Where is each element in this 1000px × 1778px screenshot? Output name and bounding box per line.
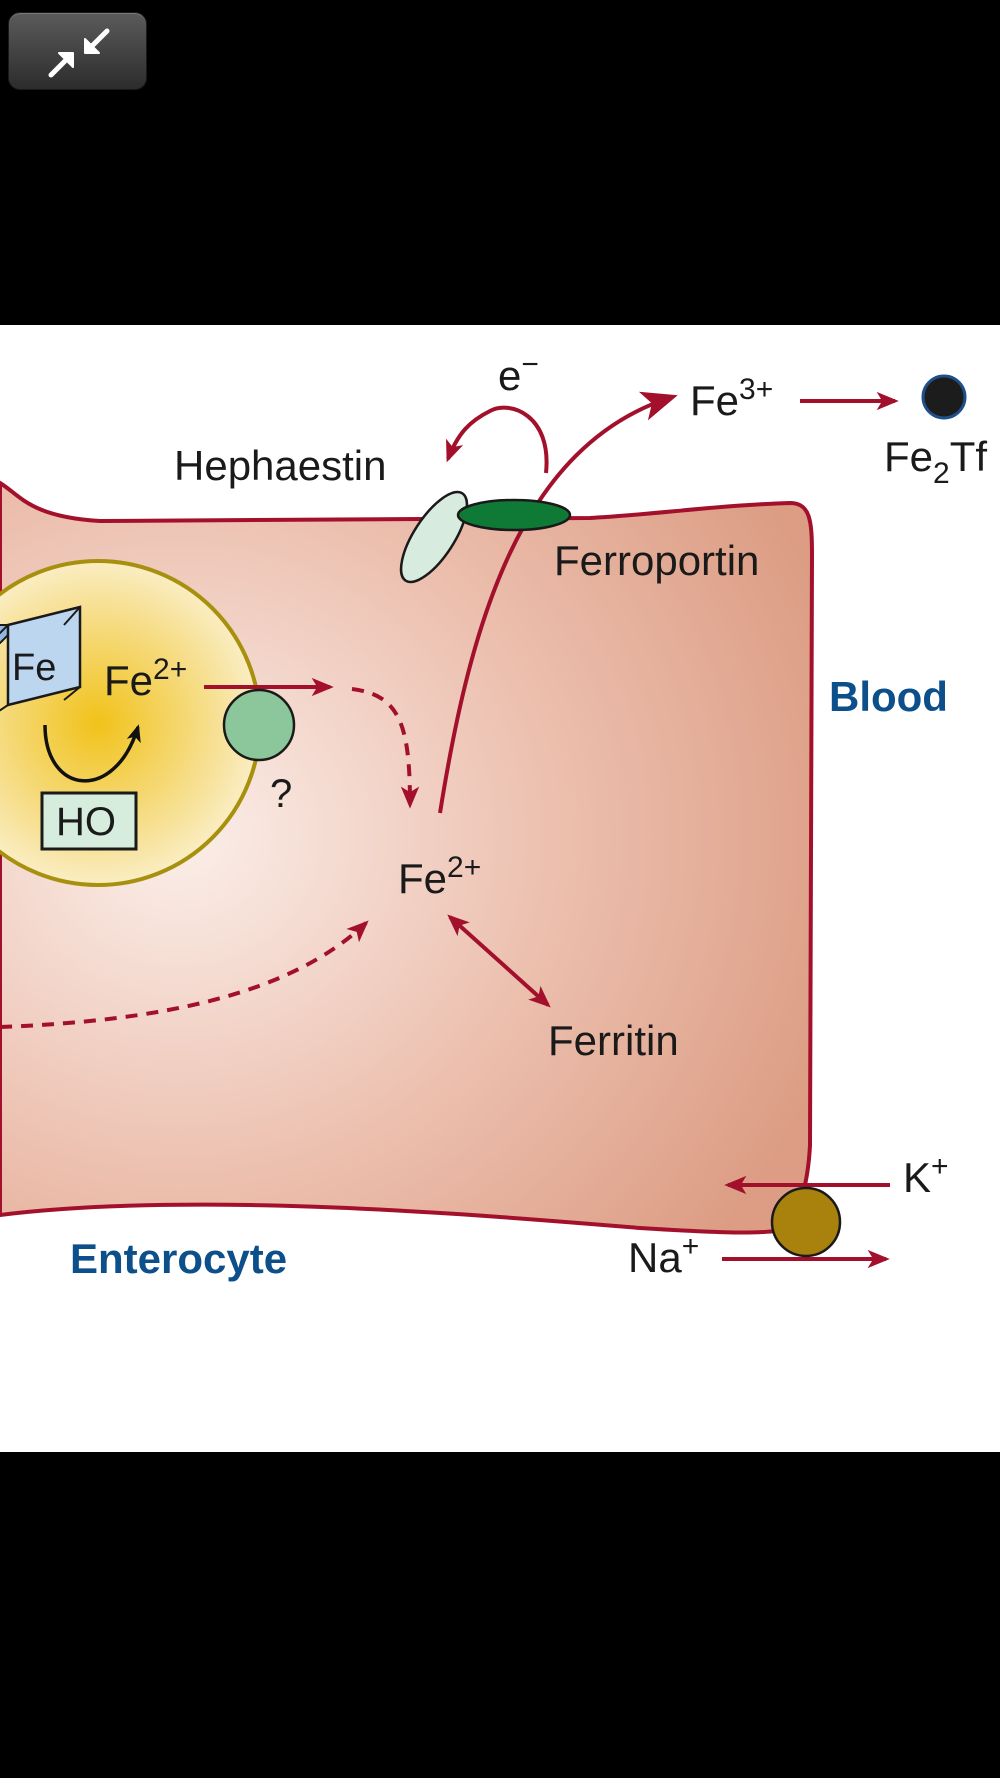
- iron-absorption-diagram: Fe HO Fe2+ ? Fe2+ Ferritin e− Hephaestin: [0, 348, 987, 1282]
- hephaestin-protein: [399, 490, 469, 584]
- heme-oxygenase-arrow: [43, 724, 141, 783]
- hephaestin-label: Hephaestin: [174, 442, 386, 489]
- heme-fe-label: Fe: [12, 647, 56, 689]
- electron-label: e−: [498, 348, 539, 399]
- na-k-pump: [770, 1186, 842, 1258]
- ferritin-label: Ferritin: [548, 1017, 679, 1064]
- ferritin-arrow: [447, 914, 551, 1008]
- ferroportin-protein: [456, 498, 572, 532]
- k-ion-label: K+: [903, 1150, 949, 1201]
- blood-label: Blood: [829, 673, 948, 720]
- unknown-transporter-label: ?: [270, 772, 292, 816]
- fe2tf-label: Fe2Tf: [884, 433, 987, 490]
- figure-viewer[interactable]: Fe HO Fe2+ ? Fe2+ Ferritin e− Hephaestin: [0, 325, 1000, 1452]
- ferroportin-label: Ferroportin: [554, 537, 759, 584]
- ho-label: HO: [56, 800, 116, 844]
- exit-fullscreen-button[interactable]: [8, 12, 147, 90]
- electron-arrow: [446, 405, 549, 474]
- enterocyte-label: Enterocyte: [70, 1235, 287, 1282]
- heme-cube: [0, 605, 82, 712]
- vesicle-fe2-label: Fe2+: [104, 653, 187, 704]
- unknown-transporter: [222, 688, 296, 762]
- dashed-arrow-from-left: [0, 920, 369, 1029]
- compress-arrows-icon: [48, 28, 110, 78]
- transferrin-dot: [921, 374, 967, 420]
- fe3-label: Fe3+: [690, 373, 773, 424]
- ferroportin-export-arrow: [438, 391, 678, 814]
- na-ion-label: Na+: [628, 1230, 699, 1281]
- cytosolic-fe2-label: Fe2+: [398, 851, 481, 902]
- ho-box: [40, 791, 138, 851]
